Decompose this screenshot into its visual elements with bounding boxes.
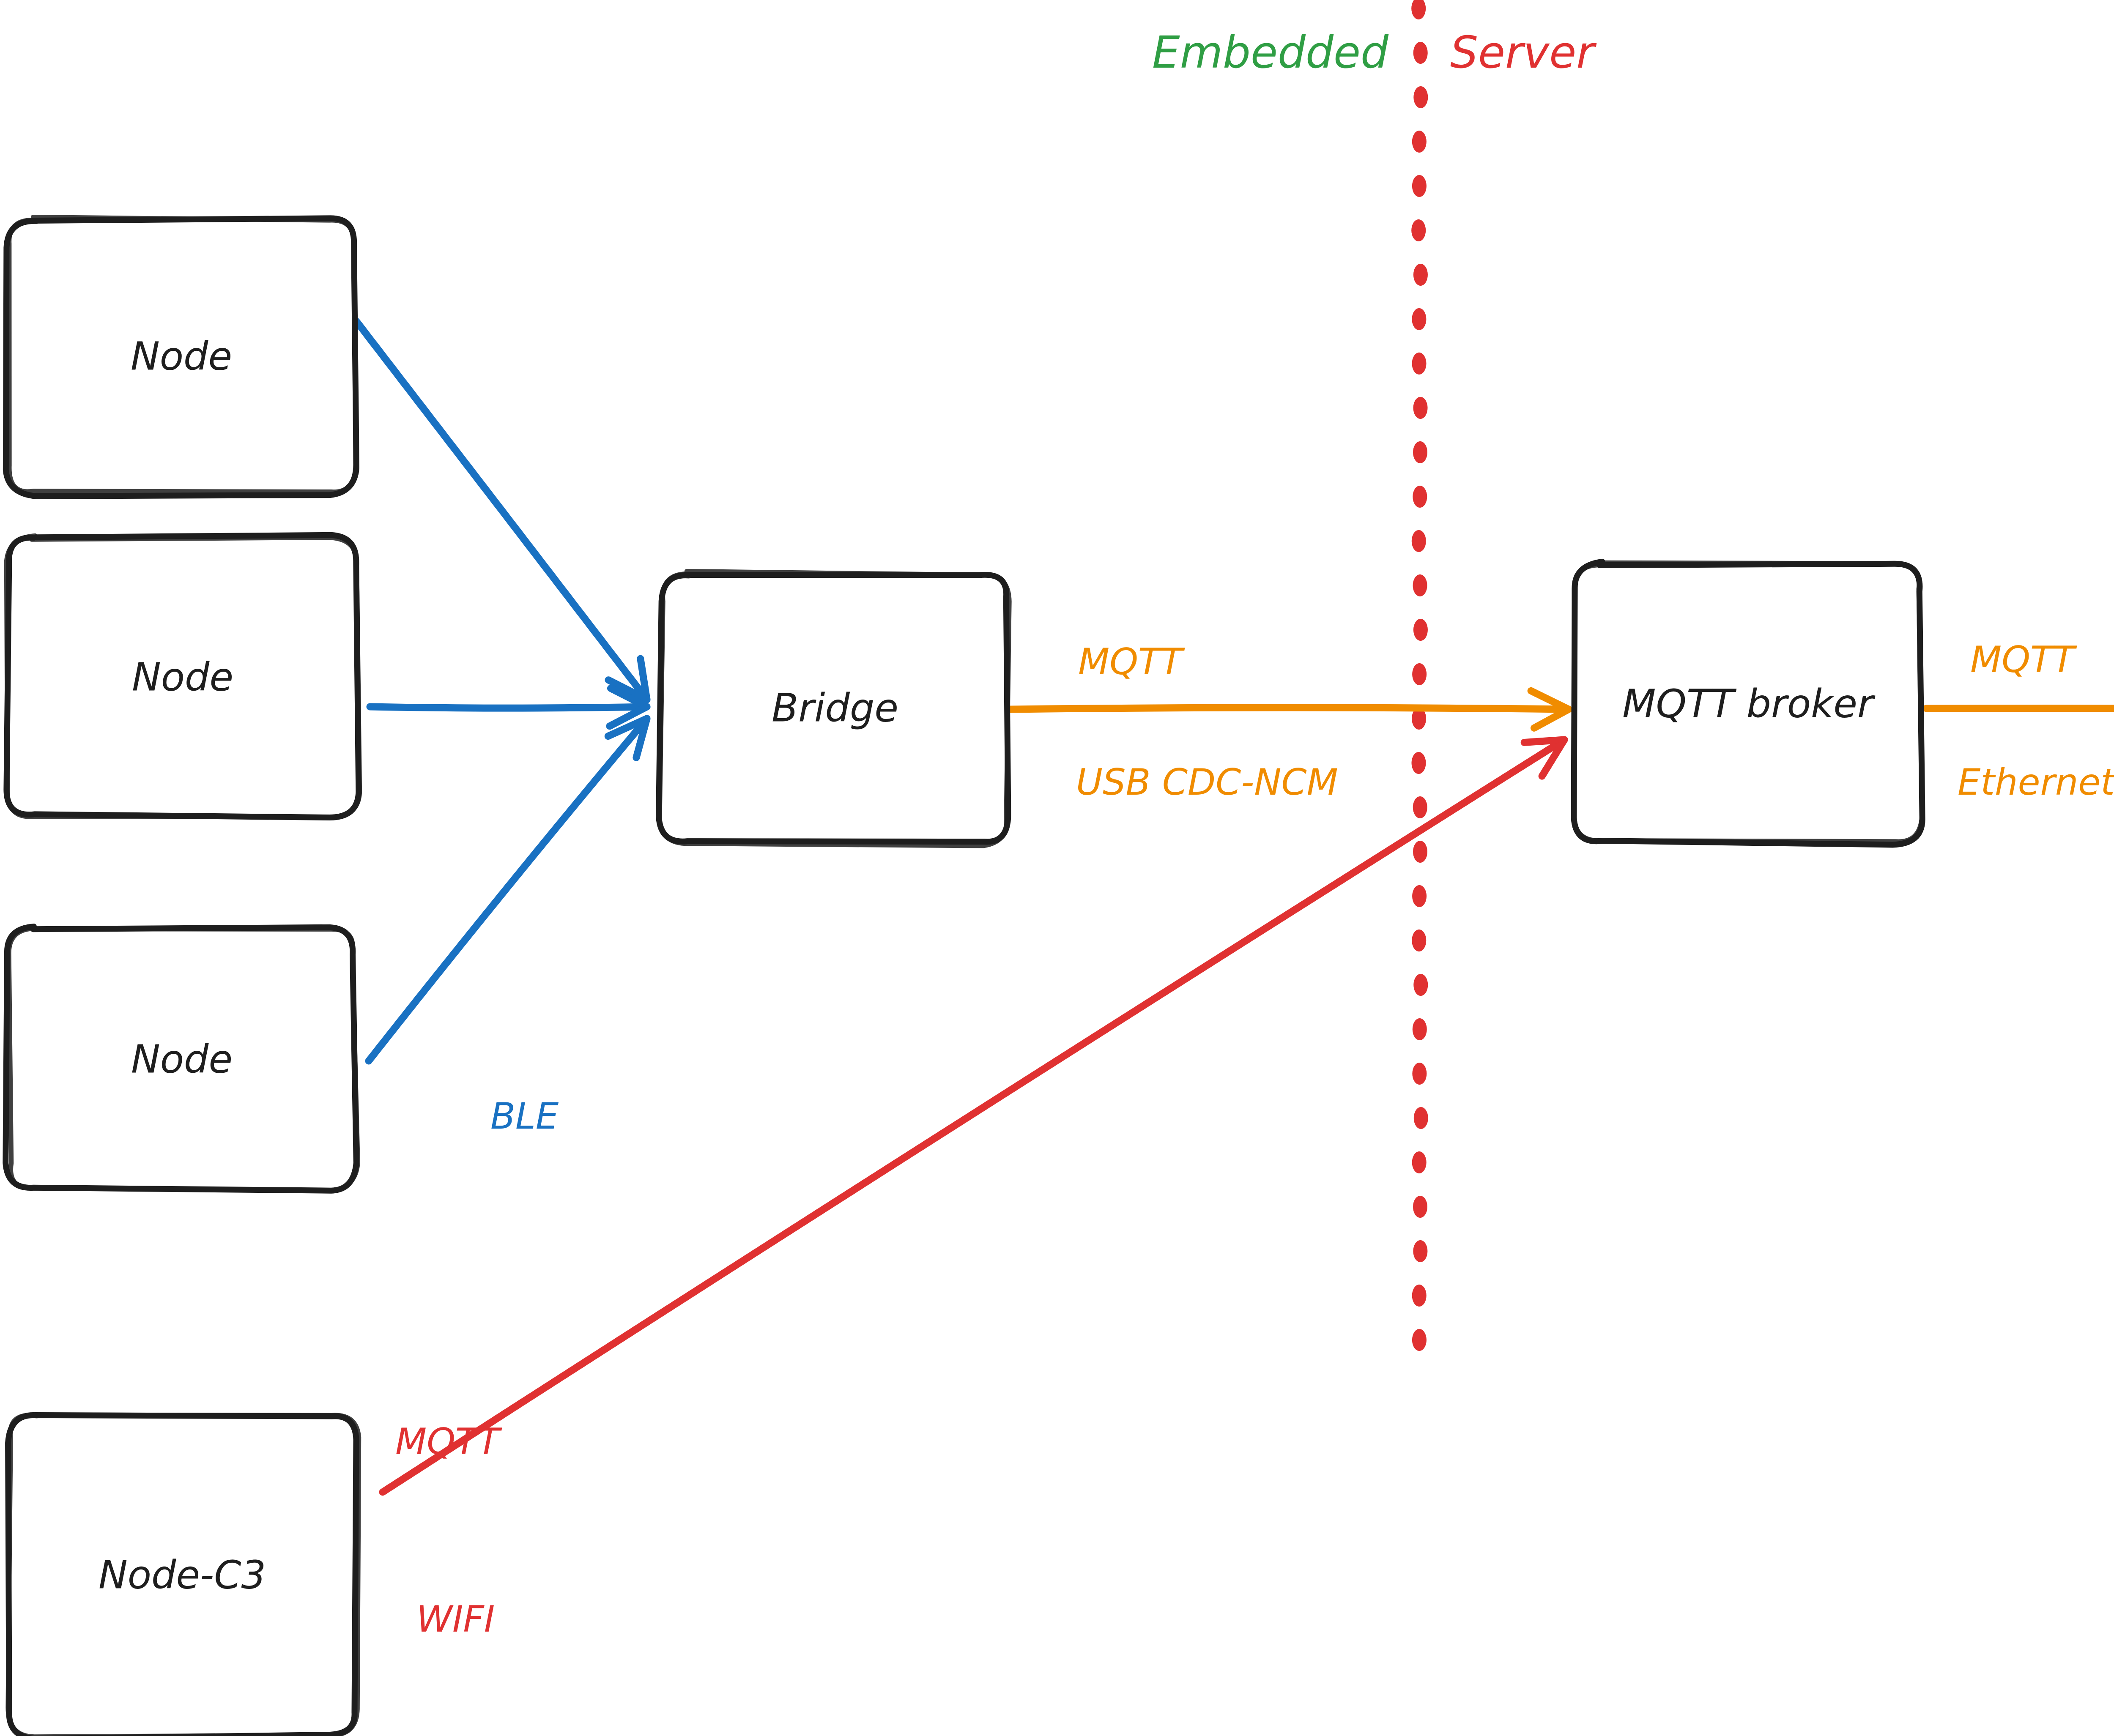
divider-dot <box>1412 308 1427 330</box>
divider-dot <box>1412 1018 1427 1040</box>
zone-label-server: Server <box>1450 27 1597 78</box>
node-box-outline <box>5 1412 361 1736</box>
divider-dot <box>1413 974 1428 996</box>
edge-mqtt-bridge-broker <box>1007 687 1572 732</box>
node-box-label: Node-C3 <box>99 1552 266 1597</box>
node-box-label: Node <box>131 1036 233 1082</box>
divider-dot <box>1412 708 1427 730</box>
arrow-head-stroke <box>1527 687 1572 713</box>
divider-dot <box>1413 1240 1428 1262</box>
edge-line <box>353 317 651 703</box>
node-box-fill <box>8 1414 356 1736</box>
divider-dot <box>1411 530 1426 552</box>
edge-label-label-mqtt-bridge: MQTT <box>1078 641 1185 683</box>
edge-label-label-ble: BLE <box>490 1095 559 1137</box>
arrow-head-stroke <box>1538 736 1568 780</box>
node-box-label: Node <box>132 654 233 700</box>
divider-dot <box>1412 1063 1427 1085</box>
edge-line <box>379 736 1568 1496</box>
divider-dot <box>1413 619 1428 641</box>
divider-dot <box>1413 796 1427 818</box>
edge-ble-node3-bridge <box>365 715 651 1065</box>
arrow-head-stroke <box>633 715 651 761</box>
node-box-node-1[interactable]: Node <box>3 215 359 499</box>
embedded-server-divider <box>1411 0 1428 1351</box>
node-box-mqtt-broker[interactable]: MQTT broker <box>1571 558 1925 848</box>
divider-dot <box>1411 0 1426 19</box>
node-box-outline <box>1572 560 1925 844</box>
edges-layer <box>353 317 2114 1496</box>
divider-dot <box>1412 1285 1427 1307</box>
node-box-node-3[interactable]: Node <box>3 924 360 1194</box>
divider-dot <box>1413 1107 1428 1129</box>
zone-label-embedded: Embedded <box>1152 27 1389 78</box>
divider-dot <box>1412 885 1427 907</box>
edge-ble-node1-bridge <box>353 317 651 703</box>
divider-dot <box>1413 441 1427 463</box>
node-box-outline <box>657 569 1012 848</box>
divider-dot <box>1412 131 1427 153</box>
divider-dot <box>1413 397 1428 419</box>
node-box-outline <box>4 533 362 819</box>
divider-dot <box>1413 486 1427 508</box>
node-box-node-2[interactable]: Node <box>3 532 362 821</box>
edge-mqtt-broker-homeassistant <box>1922 705 2114 712</box>
arrow-head-stroke <box>606 703 651 730</box>
divider-dot <box>1412 353 1427 375</box>
arrow-head-stroke <box>1530 705 1572 732</box>
node-box-fill <box>8 219 354 494</box>
divider-dot <box>1411 219 1426 241</box>
divider-dot <box>1411 752 1426 774</box>
arrow-head-stroke <box>605 676 651 703</box>
divider-dot <box>1413 1196 1427 1218</box>
edge-line <box>365 715 651 1065</box>
node-box-label: Node <box>131 334 232 379</box>
edge-label-label-usb-cdc-ncm: USB CDC-NCM <box>1076 761 1338 804</box>
divider-dot <box>1413 841 1427 863</box>
edge-label-label-mqtt-wifi: MQTT <box>395 1421 502 1463</box>
divider-dot <box>1413 42 1428 64</box>
node-box-outline <box>6 926 360 1193</box>
node-box-fill <box>8 928 355 1190</box>
divider-dot <box>1412 1151 1427 1173</box>
edge-line <box>366 703 651 712</box>
edge-ble-node2-bridge <box>366 684 651 730</box>
node-box-fill <box>8 538 358 817</box>
node-box-outline <box>7 215 358 495</box>
node-box-label: MQTT broker <box>1622 681 1876 726</box>
edge-mqtt-wifi-nodec3-broker <box>379 736 1568 1496</box>
node-box-bridge[interactable]: Bridge <box>656 569 1012 848</box>
node-box-label: Bridge <box>772 685 898 730</box>
edge-line <box>1007 704 1572 713</box>
edge-label-label-mqtt-broker-ha: MQTT <box>1970 639 2077 681</box>
divider-dot <box>1413 264 1428 286</box>
node-box-fill <box>1575 564 1921 843</box>
arrow-head-stroke <box>607 684 651 711</box>
arrow-head-stroke <box>1520 736 1568 746</box>
divider-dot <box>1412 663 1427 685</box>
divider-dot <box>1413 574 1427 596</box>
edge-label-label-ethernet: Ethernet <box>1958 761 2114 804</box>
node-box-node-c3[interactable]: Node-C3 <box>5 1412 361 1736</box>
edge-label-label-wifi: WIFI <box>416 1598 495 1640</box>
node-box-fill <box>662 573 1008 843</box>
arrow-head-stroke <box>637 655 651 703</box>
divider-dot <box>1412 930 1427 951</box>
arrow-head-stroke <box>604 715 651 740</box>
divider-dot <box>1412 175 1427 197</box>
divider-dot <box>1413 86 1428 108</box>
divider-dot <box>1412 1329 1427 1351</box>
